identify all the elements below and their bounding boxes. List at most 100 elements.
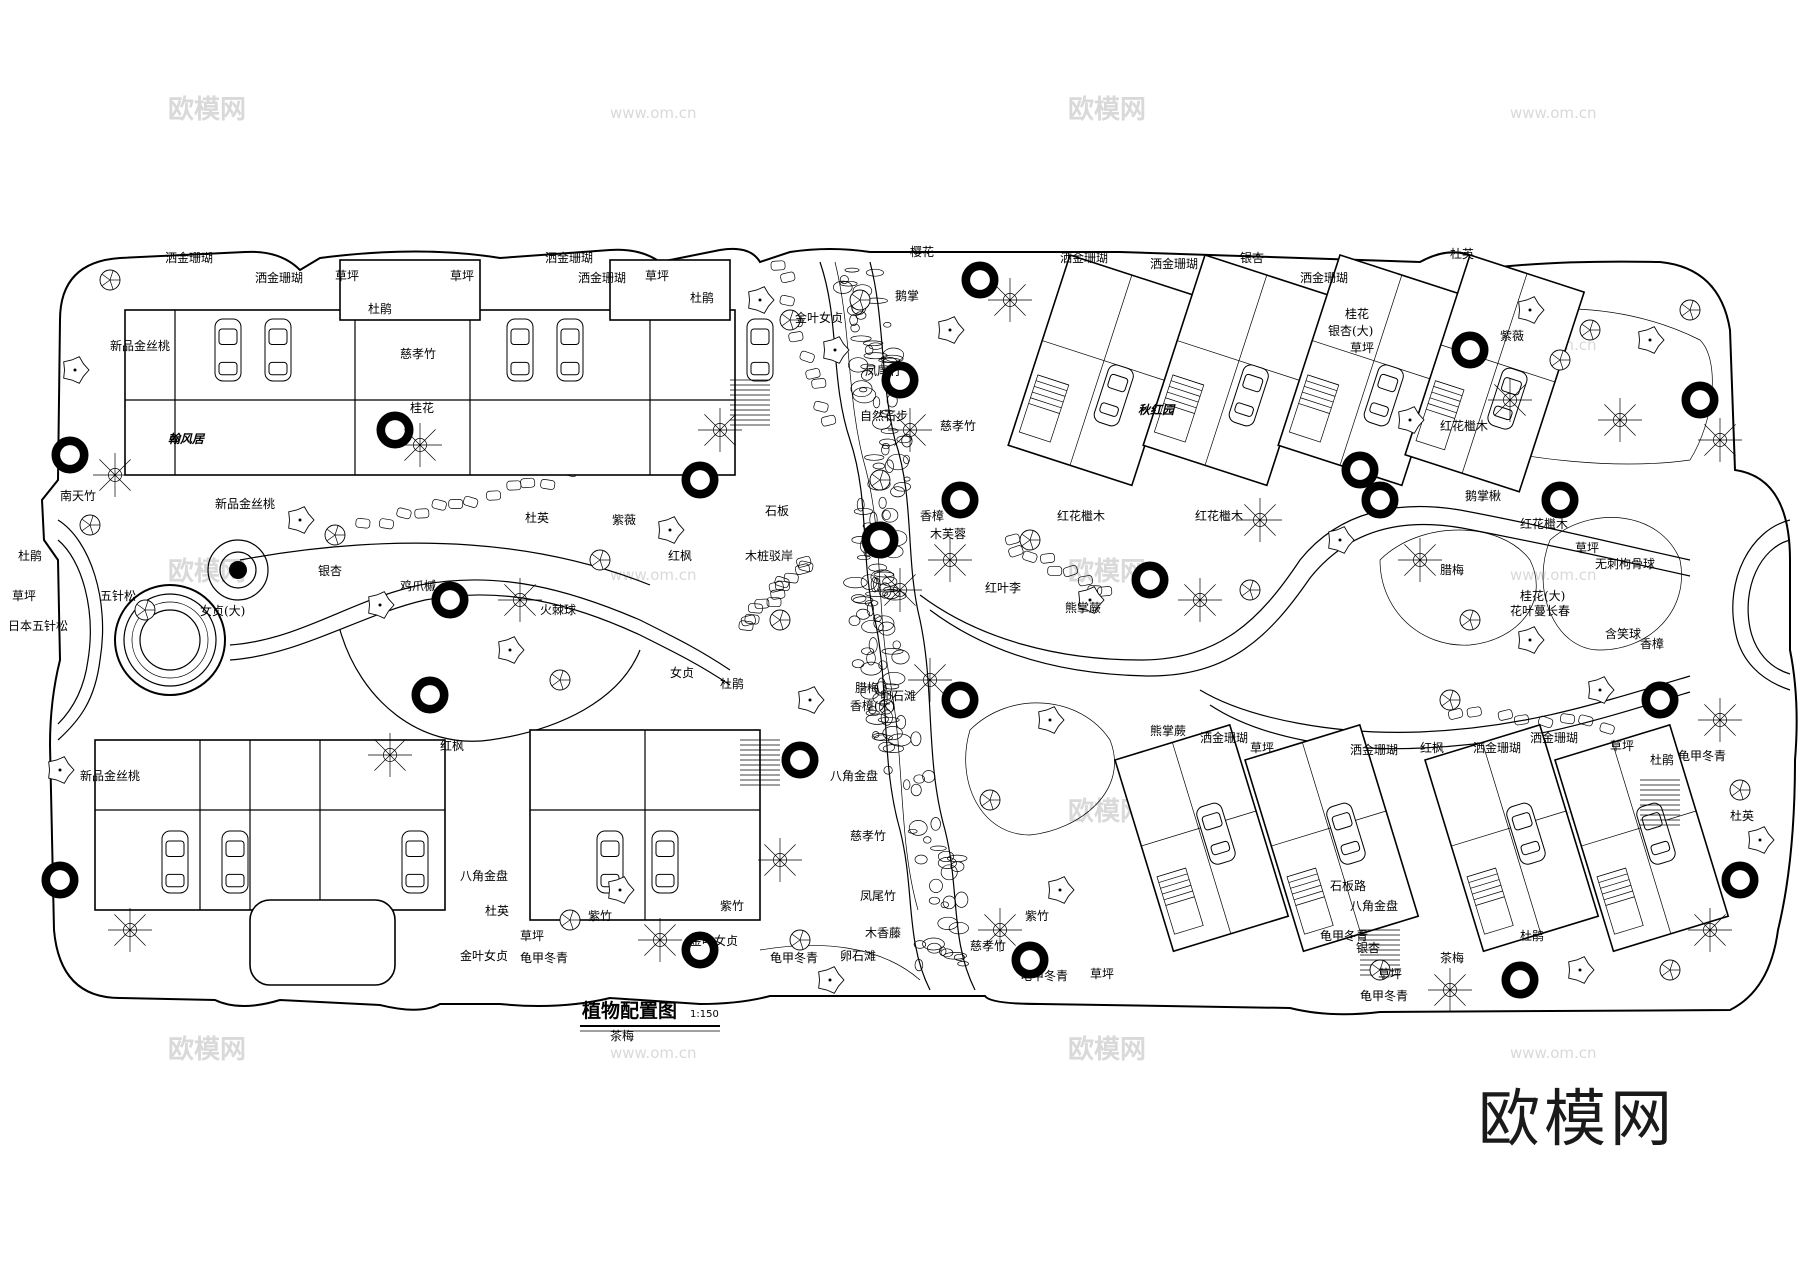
buildings [94, 253, 1730, 986]
tree-symbol [1361, 481, 1399, 519]
plant-label: 草坪 [1250, 741, 1274, 755]
tree-symbol [938, 316, 965, 344]
plant-label: 茶梅 [1440, 950, 1464, 965]
plant-label: 洒金珊瑚 [1530, 730, 1578, 745]
tree-symbol [1038, 706, 1065, 734]
plant-label: 洒金珊瑚 [545, 250, 593, 265]
plant-label: 八角金盘 [1350, 898, 1398, 913]
plant-label: 凤尾竹 [860, 889, 896, 903]
area-name: 秋红园 [1138, 403, 1176, 417]
parked-car [401, 830, 429, 894]
plant-label: 杜鹃 [720, 676, 744, 691]
plant-label: 香樟 [1640, 636, 1664, 651]
plant-label: 石板 [765, 504, 789, 518]
tree-symbol [1048, 876, 1075, 904]
parked-car [506, 318, 534, 382]
tree-symbol [698, 408, 742, 452]
tree-symbol [48, 756, 75, 784]
tree-symbol [608, 876, 635, 904]
tree-symbol [1178, 578, 1222, 622]
tree-symbol [798, 686, 825, 714]
tree-symbol [376, 411, 414, 449]
tree-symbol [1681, 381, 1719, 419]
tree-symbol [861, 521, 899, 559]
pebble-beach [833, 267, 969, 972]
plant-label: 鸡爪槭 [400, 578, 436, 593]
tree-symbol [498, 636, 525, 664]
plant-label: 含笑球 [1605, 626, 1641, 641]
tree-symbol [368, 591, 395, 619]
plant-label: 银杏(大) [1328, 324, 1373, 338]
tree-symbol [888, 408, 932, 452]
tree-symbol [93, 453, 137, 497]
plant-label: 杜英 [525, 510, 549, 525]
tree-symbol [41, 861, 79, 899]
plant-label: 慈孝竹 [970, 938, 1006, 953]
plant-label: 草坪 [1575, 541, 1599, 555]
tree-symbol [1659, 959, 1681, 981]
title-block: 植物配置图 1:150 [580, 999, 720, 1032]
tree-symbol [978, 908, 1022, 952]
plant-label: 洒金珊瑚 [1200, 730, 1248, 745]
plant-label: 红枫 [668, 548, 692, 563]
plant-label: 五针松 [100, 588, 136, 603]
watermark-brand: 欧模网 [1068, 94, 1146, 125]
watermark-url: www.om.cn [1510, 104, 1597, 122]
tree-symbol [1579, 319, 1601, 341]
plant-label: 紫竹 [1025, 909, 1049, 923]
watermark-url: www.om.cn [1510, 566, 1597, 584]
tree-symbol [134, 599, 156, 621]
watermark-brand: 欧模网 [168, 94, 246, 125]
villa-building [1554, 723, 1730, 953]
tree-symbol [681, 461, 719, 499]
plant-label: 洒金珊瑚 [255, 270, 303, 285]
plant-label: 杜英 [1450, 246, 1474, 261]
tree-symbol [559, 909, 581, 931]
tree-symbol [849, 289, 871, 311]
plant-label: 洒金珊瑚 [1473, 740, 1521, 755]
tree-symbol [1638, 326, 1665, 354]
tree-symbol [988, 278, 1032, 322]
parked-car [556, 318, 584, 382]
tree-symbol [549, 669, 571, 691]
drawing-title: 植物配置图 [582, 999, 677, 1022]
tree-symbol [1451, 331, 1489, 369]
entry-plazas [57, 519, 1791, 741]
tree-symbol [769, 609, 791, 631]
watermark-brand: 欧模网 [1068, 1034, 1146, 1065]
tree-symbol [589, 549, 611, 571]
plant-label: 草坪 [645, 269, 669, 283]
plant-label: 慈孝竹 [400, 346, 436, 361]
plant-label: 洒金珊瑚 [165, 250, 213, 265]
watermark-url: www.om.cn [610, 566, 697, 584]
plant-label: 龟甲冬青 [1320, 928, 1368, 943]
plant-label: 卵石滩 [840, 949, 876, 963]
brand-logo: 欧模网 [1478, 1082, 1676, 1155]
round-pavilion [114, 539, 269, 696]
plant-label: 金叶女贞 [460, 948, 508, 963]
plant-label: 凤尾竹 [865, 364, 901, 378]
tree-symbol [881, 361, 919, 399]
plant-label: 桂花 [1345, 306, 1369, 321]
tree-symbol [758, 838, 802, 882]
tree-symbol [1131, 561, 1169, 599]
villa-building [1114, 723, 1290, 953]
tree-symbol [1518, 296, 1545, 324]
plant-label: 紫薇 [1500, 329, 1524, 343]
plant-label: 红花檵木 [1057, 508, 1105, 523]
tree-symbol [818, 966, 845, 994]
tree-symbol [658, 516, 685, 544]
plant-label: 杜鹃 [1520, 928, 1544, 943]
watermark-brand: 欧模网 [168, 1034, 246, 1065]
tree-symbol [928, 538, 972, 582]
tree-symbol [1688, 908, 1732, 952]
plant-label: 红花檵木 [1520, 516, 1568, 531]
plant-label: 木桩驳岸 [745, 548, 793, 563]
tree-symbol [398, 423, 442, 467]
tree-symbol [823, 336, 850, 364]
plant-label: 金叶女贞 [795, 310, 843, 325]
tree-symbol [1428, 968, 1472, 1012]
plant-label: 杜英 [485, 903, 509, 918]
villa-building [1142, 253, 1330, 487]
plant-label: 茶梅 [610, 1028, 634, 1043]
